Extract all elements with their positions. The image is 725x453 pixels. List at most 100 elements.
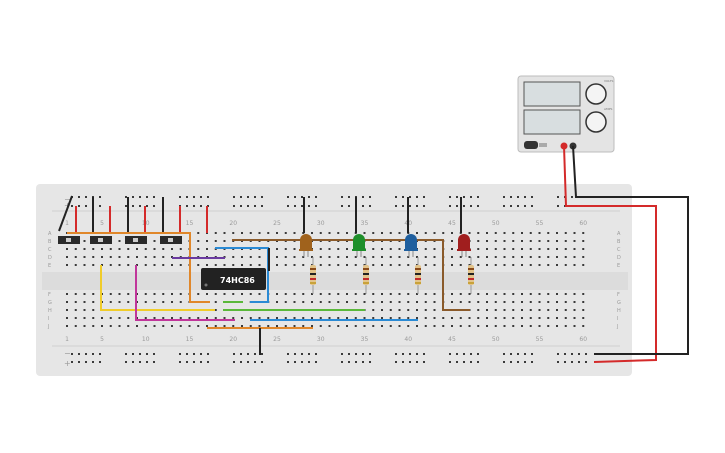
breadboard-hole[interactable] [144,301,147,303]
breadboard-hole[interactable] [442,232,445,234]
breadboard-hole[interactable] [153,264,156,266]
breadboard-hole[interactable] [118,317,121,319]
breadboard-hole[interactable] [249,317,252,319]
breadboard-hole[interactable] [258,317,261,319]
rail-hole[interactable] [510,353,512,355]
breadboard-hole[interactable] [398,256,401,258]
rail-hole[interactable] [261,196,263,198]
breadboard-hole[interactable] [197,293,200,295]
breadboard-hole[interactable] [83,317,86,319]
rail-hole[interactable] [125,196,127,198]
rail-hole[interactable] [503,205,505,207]
breadboard-hole[interactable] [144,256,147,258]
breadboard-hole[interactable] [529,317,532,319]
breadboard-hole[interactable] [424,301,427,303]
breadboard-hole[interactable] [232,256,235,258]
breadboard-hole[interactable] [503,301,506,303]
breadboard-hole[interactable] [136,325,138,327]
rail-hole[interactable] [348,196,350,198]
rail-hole[interactable] [402,361,404,363]
breadboard-hole[interactable] [459,325,462,327]
breadboard-hole[interactable] [538,325,541,327]
rail-hole[interactable] [409,196,411,198]
breadboard-hole[interactable] [424,248,427,250]
breadboard-hole[interactable] [416,309,418,311]
breadboard-hole[interactable] [284,325,287,327]
breadboard-hole[interactable] [197,240,200,242]
breadboard-hole[interactable] [179,301,182,303]
breadboard-hole[interactable] [302,317,305,319]
breadboard-hole[interactable] [381,325,383,327]
breadboard-hole[interactable] [328,256,331,258]
breadboard-hole[interactable] [477,256,480,258]
breadboard-hole[interactable] [153,325,156,327]
breadboard-hole[interactable] [118,256,121,258]
breadboard-hole[interactable] [153,317,156,319]
rail-hole[interactable] [531,205,533,207]
rail-hole[interactable] [153,353,155,355]
rail-hole[interactable] [207,361,209,363]
rail-hole[interactable] [348,205,350,207]
breadboard-hole[interactable] [564,309,567,311]
rail-hole[interactable] [247,205,249,207]
rail-hole[interactable] [409,353,411,355]
blue-led[interactable] [405,234,417,250]
breadboard-hole[interactable] [214,293,217,295]
rail-hole[interactable] [449,361,451,363]
breadboard-hole[interactable] [293,317,296,319]
power-supply[interactable]: VOLTS AMPS [517,75,615,153]
breadboard-hole[interactable] [74,317,77,319]
breadboard-hole[interactable] [74,309,77,311]
breadboard-hole[interactable] [381,256,383,258]
breadboard-hole[interactable] [127,293,130,295]
breadboard-hole[interactable] [424,309,427,311]
rail-hole[interactable] [341,205,343,207]
rail-hole[interactable] [531,353,533,355]
breadboard-hole[interactable] [433,301,436,303]
breadboard-hole[interactable] [389,317,392,319]
breadboard-hole[interactable] [389,301,392,303]
breadboard-hole[interactable] [319,248,322,250]
rail-hole[interactable] [146,205,148,207]
breadboard-hole[interactable] [74,264,77,266]
rail-hole[interactable] [139,361,141,363]
breadboard-hole[interactable] [267,232,270,234]
rail-hole[interactable] [369,353,371,355]
breadboard-hole[interactable] [179,248,182,250]
rail-hole[interactable] [179,196,181,198]
breadboard-hole[interactable] [101,248,103,250]
breadboard-hole[interactable] [547,248,550,250]
breadboard-hole[interactable] [477,301,480,303]
breadboard-hole[interactable] [171,248,173,250]
breadboard-hole[interactable] [582,264,585,266]
breadboard-hole[interactable] [311,293,313,295]
rail-hole[interactable] [402,205,404,207]
rail-hole[interactable] [463,196,465,198]
rail-hole[interactable] [308,361,310,363]
breadboard-hole[interactable] [83,325,86,327]
rail-hole[interactable] [71,361,73,363]
breadboard-hole[interactable] [241,264,243,266]
rail-hole[interactable] [200,353,202,355]
breadboard-hole[interactable] [564,248,567,250]
breadboard-hole[interactable] [153,240,156,242]
breadboard-hole[interactable] [529,256,532,258]
rail-hole[interactable] [355,361,357,363]
breadboard-hole[interactable] [451,232,453,234]
rail-hole[interactable] [456,196,458,198]
rail-hole[interactable] [146,196,148,198]
breadboard-hole[interactable] [529,264,532,266]
breadboard-hole[interactable] [556,232,558,234]
breadboard-hole[interactable] [249,325,252,327]
breadboard-hole[interactable] [144,248,147,250]
breadboard-hole[interactable] [223,240,226,242]
breadboard-hole[interactable] [276,317,278,319]
rail-hole[interactable] [287,353,289,355]
breadboard-hole[interactable] [494,301,497,303]
breadboard-hole[interactable] [451,293,453,295]
breadboard-hole[interactable] [171,317,173,319]
breadboard-hole[interactable] [162,325,165,327]
breadboard-hole[interactable] [101,256,103,258]
rail-hole[interactable] [369,205,371,207]
breadboard-hole[interactable] [83,293,86,295]
